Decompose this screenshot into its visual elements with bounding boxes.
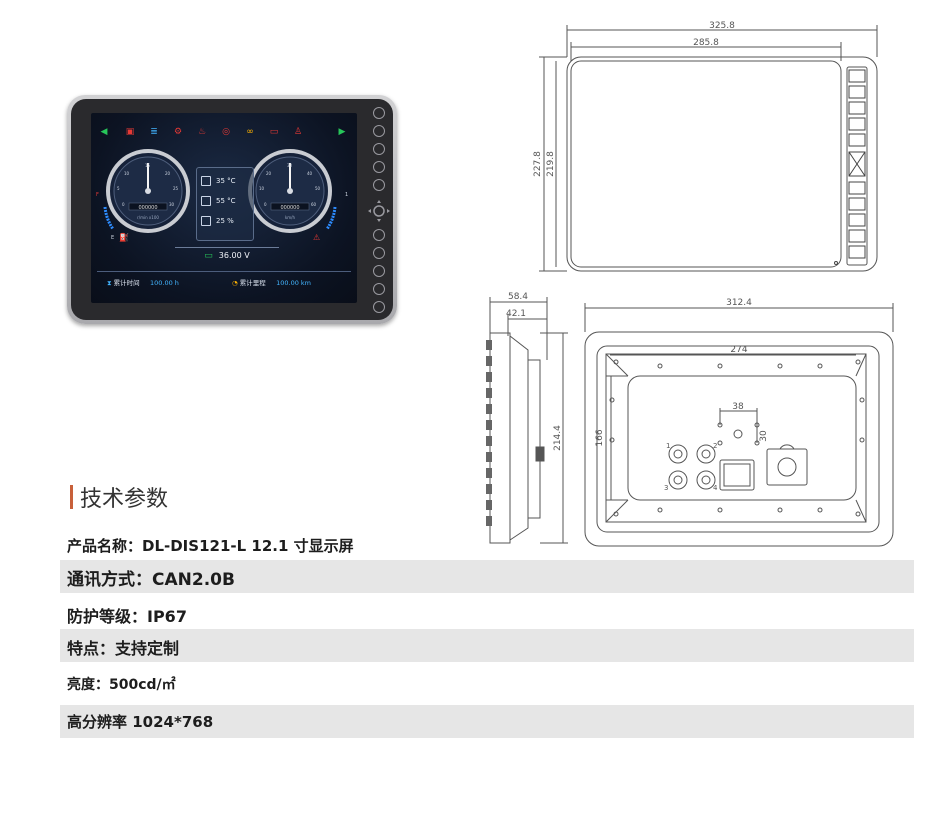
right-tick-6: 60 xyxy=(311,202,317,207)
dim-inner-depth: 42.1 xyxy=(506,309,526,319)
right-tick-2: 20 xyxy=(266,171,272,176)
voltage-readout: ▭36.00 V xyxy=(175,247,279,264)
connector-label-3: 3 xyxy=(664,484,668,492)
coolant-icon: ♨ xyxy=(197,127,207,137)
left-tick-4: 20 xyxy=(165,171,171,176)
left-tick-1: 5 xyxy=(117,186,120,191)
engine-icon: ⚙ xyxy=(173,127,183,137)
water-temp-row: 35 °C xyxy=(201,176,251,190)
spec-row-features: 特点：支持定制 xyxy=(60,629,914,662)
connector-label-2: 2 xyxy=(713,442,717,450)
right-tick-3: 30 xyxy=(287,163,293,168)
spec-section-title: 技术参数 xyxy=(70,481,168,513)
status-panel: 35 °C 55 °C 25 % xyxy=(196,167,254,241)
right-odometer: 000000 xyxy=(280,205,299,211)
device-button-8 xyxy=(373,265,385,277)
hours-readout: ⧗ 累计时间 100.00 h xyxy=(107,279,179,287)
device-button-5 xyxy=(373,179,385,191)
warning-lamp-icon: ▣ xyxy=(125,127,135,137)
dim-depth: 58.4 xyxy=(508,292,528,302)
spec-row-brightness: 亮度：500cd/㎡ xyxy=(67,677,176,693)
glow-plug-icon: ∞ xyxy=(246,127,254,137)
left-gauge-unit: r/min x100 xyxy=(137,215,159,220)
dim-hole-spacing-y: 30 xyxy=(759,430,769,442)
battery-icon: ▭ xyxy=(204,251,213,261)
device-screen: ◀ ▣ ≣ ⚙ ♨ ◎ ∞ ▭ ♙ ▶ 000000 r/min x100 xyxy=(91,113,357,303)
left-odometer: 000000 xyxy=(138,205,157,211)
hourglass-icon: ⧗ xyxy=(107,279,112,287)
front-view-buttons xyxy=(834,69,866,265)
gauges: 000000 r/min x100 0 5 10 15 20 25 30 F E… xyxy=(96,149,348,242)
side-view-drawing xyxy=(489,297,568,544)
oil-pressure-icon: ⚠ xyxy=(313,233,320,242)
dim-overall-width: 325.8 xyxy=(709,21,735,31)
trip-bar: ⧗ 累计时间 100.00 h ◔ 累计里程 100.00 km xyxy=(97,271,351,294)
device-button-4 xyxy=(373,161,385,173)
mileage-readout: ◔ 累计里程 100.00 km xyxy=(232,279,311,287)
dim-back-inner-width: 274 xyxy=(730,345,747,355)
left-tick-6: 30 xyxy=(169,202,175,207)
device-button-3 xyxy=(373,143,385,155)
odometer-icon: ◔ xyxy=(232,279,238,287)
device-button-10 xyxy=(373,301,385,313)
headlight-icon: ≣ xyxy=(150,127,158,137)
dim-back-width: 312.4 xyxy=(726,298,752,308)
device-button-1 xyxy=(373,107,385,119)
spec-row-protection: 防护等级：IP67 xyxy=(67,607,187,626)
dim-side-height: 214.4 xyxy=(553,425,563,451)
dpad-icon xyxy=(368,200,390,222)
fuel-level-row: 25 % xyxy=(201,216,251,230)
dim-hole-spacing-x: 38 xyxy=(732,402,744,412)
seatbelt-icon: ♙ xyxy=(293,127,303,137)
left-tick-5: 25 xyxy=(173,186,179,191)
spec-row-communication: 通讯方式：CAN2.0B xyxy=(60,560,914,593)
left-turn-icon: ◀ xyxy=(100,127,108,137)
left-tick-0: 0 xyxy=(122,202,125,207)
right-tick-1: 10 xyxy=(259,186,265,191)
right-tick-5: 50 xyxy=(315,186,321,191)
fuel-empty-label: E xyxy=(111,235,114,241)
left-tick-2: 10 xyxy=(124,171,130,176)
back-view-drawing xyxy=(584,303,894,547)
device-bezel: ◀ ▣ ≣ ⚙ ♨ ◎ ∞ ▭ ♙ ▶ 000000 r/min x100 xyxy=(71,99,393,320)
title-accent-bar xyxy=(70,485,73,509)
connector-label-4: 4 xyxy=(713,484,718,492)
device-button-2 xyxy=(373,125,385,137)
right-gauge: 000000 km/h 0 10 20 30 40 50 60 1 ⚠ xyxy=(248,149,348,242)
device-button-6 xyxy=(373,229,385,241)
oil-temp-icon xyxy=(201,196,211,206)
right-tick-4: 40 xyxy=(307,171,313,176)
right-gauge-unit: km/h xyxy=(285,215,296,220)
product-photo: ◀ ▣ ≣ ⚙ ♨ ◎ ∞ ▭ ♙ ▶ 000000 r/min x100 xyxy=(67,95,397,324)
right-tick-0: 0 xyxy=(264,202,267,207)
dimension-drawings: 325.8 285.8 227.8 219.8 58.4 42.1 214.4 … xyxy=(486,21,894,547)
fuel-pump-icon xyxy=(201,216,211,226)
spec-row-resolution: 高分辨率 1024*768 xyxy=(60,705,914,738)
left-tick-3: 15 xyxy=(145,163,151,168)
side-view-buttons xyxy=(486,340,492,526)
device-button-9 xyxy=(373,283,385,295)
device-button-7 xyxy=(373,247,385,259)
connector-label-1: 1 xyxy=(666,442,670,450)
dim-inner-height: 219.8 xyxy=(546,151,556,177)
thermometer-icon xyxy=(201,176,211,186)
right-turn-icon: ▶ xyxy=(338,127,346,137)
fuel-icon: ⛽ xyxy=(119,232,129,242)
right-side-label: 1 xyxy=(345,192,348,198)
battery-warning-icon: ▭ xyxy=(269,127,279,137)
oil-temp-row: 55 °C xyxy=(201,196,251,210)
front-view-drawing xyxy=(539,25,878,272)
brake-icon: ◎ xyxy=(222,127,230,137)
fuel-full-label: F xyxy=(96,192,99,198)
left-gauge: 000000 r/min x100 0 5 10 15 20 25 30 F E… xyxy=(96,149,190,242)
spec-row-product-name: 产品名称：DL-DIS121-L 12.1 寸显示屏 xyxy=(67,537,354,555)
dim-overall-height: 227.8 xyxy=(533,151,543,177)
dim-back-inner-height: 166 xyxy=(595,429,605,446)
dim-inner-width: 285.8 xyxy=(693,38,719,48)
